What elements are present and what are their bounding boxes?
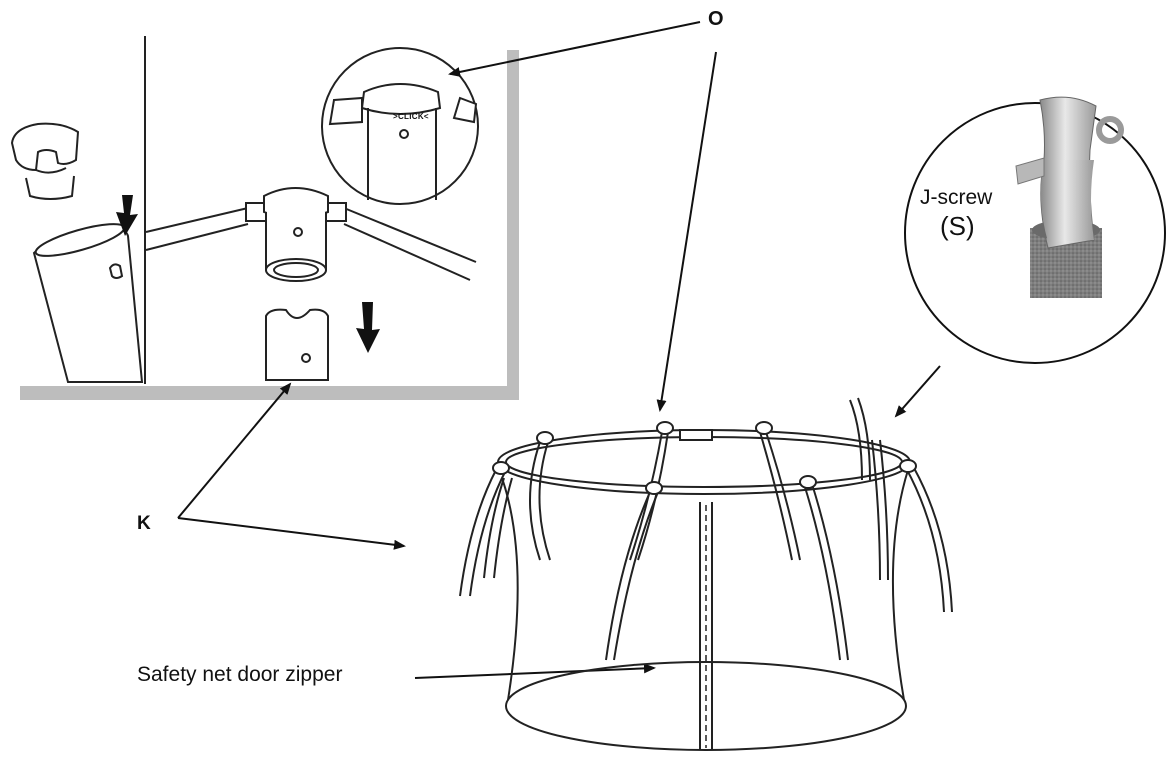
arrow-zipper <box>414 663 656 679</box>
arrow-k-to-net <box>177 517 406 550</box>
label-k: K <box>137 513 151 534</box>
label-click: >CLICK< <box>393 112 429 121</box>
label-jscrew: J-screw <box>920 186 993 209</box>
inset-panel <box>10 36 519 400</box>
arrow-k-to-pole <box>177 382 292 519</box>
leader-arrows <box>177 21 941 679</box>
down-arrow-center <box>356 302 380 353</box>
pole-left <box>32 223 144 383</box>
arrow-o-to-frame <box>656 51 717 412</box>
net-frame <box>459 397 953 751</box>
connector-top <box>245 187 347 282</box>
net-left-side <box>501 477 519 701</box>
jscrew-detail <box>904 96 1166 364</box>
net-bottom <box>505 661 907 751</box>
cap-left <box>10 122 80 200</box>
label-zipper: Safety net door zipper <box>137 663 343 686</box>
arrow-jscrew <box>894 365 941 418</box>
eye-bolt <box>1096 116 1124 144</box>
arrow-o-to-inset <box>448 21 701 77</box>
down-arrow-left <box>116 195 138 236</box>
side-bolt <box>1015 157 1045 185</box>
magnified-detail <box>321 47 479 205</box>
net-right-side <box>891 469 909 701</box>
pole-center <box>265 308 329 381</box>
inset-shadow-bottom <box>20 386 519 400</box>
label-o: O <box>708 8 724 30</box>
label-s-code: (S) <box>940 211 975 241</box>
top-ring-inner <box>505 436 903 488</box>
inset-shadow-right <box>507 50 519 400</box>
frame-rails <box>145 207 477 281</box>
